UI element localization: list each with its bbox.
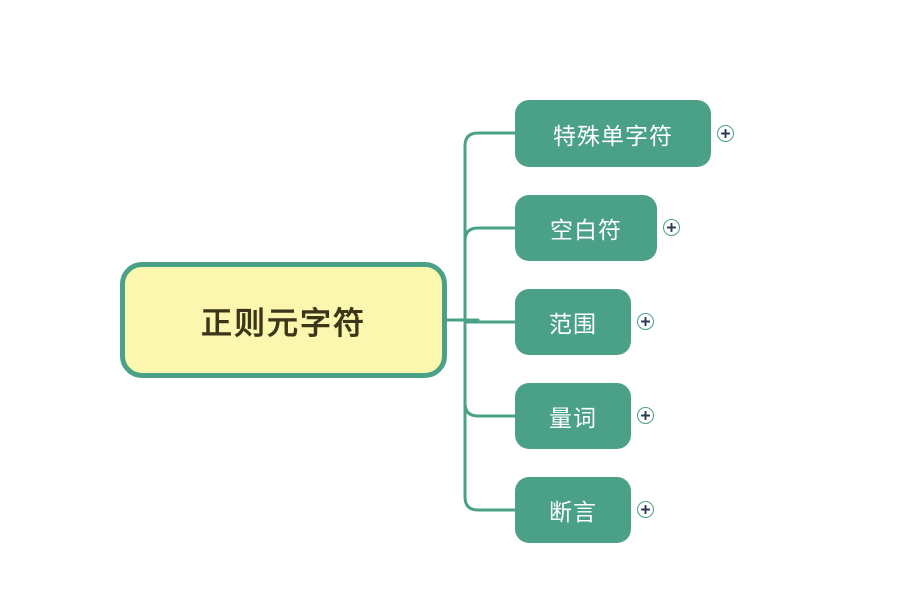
mindmap-node-label: 范围 bbox=[549, 312, 597, 338]
connector-branch-4 bbox=[463, 401, 517, 418]
mindmap-node-label: 空白符 bbox=[550, 218, 622, 244]
mindmap-node-label: 断言 bbox=[549, 500, 597, 526]
expand-plus-icon[interactable] bbox=[663, 219, 680, 236]
mindmap-node-label: 量词 bbox=[549, 406, 597, 432]
expand-plus-icon[interactable] bbox=[637, 313, 654, 330]
connector-branch-5 bbox=[463, 495, 517, 512]
mindmap-node-quantifier[interactable]: 量词 bbox=[515, 383, 631, 449]
expand-plus-icon[interactable] bbox=[717, 125, 734, 142]
mindmap-node-range[interactable]: 范围 bbox=[515, 289, 631, 355]
connector-branch-1 bbox=[463, 131, 517, 148]
mindmap-node-assertion[interactable]: 断言 bbox=[515, 477, 631, 543]
connector-branch-2 bbox=[463, 226, 517, 243]
expand-plus-icon[interactable] bbox=[637, 407, 654, 424]
expand-plus-icon[interactable] bbox=[637, 501, 654, 518]
mindmap-node-special-single-char[interactable]: 特殊单字符 bbox=[515, 100, 711, 167]
mindmap-node-label: 特殊单字符 bbox=[553, 123, 673, 150]
mindmap-root-node[interactable]: 正则元字符 bbox=[120, 262, 447, 378]
mindmap-node-whitespace[interactable]: 空白符 bbox=[515, 195, 657, 261]
mindmap-root-label: 正则元字符 bbox=[201, 305, 366, 342]
